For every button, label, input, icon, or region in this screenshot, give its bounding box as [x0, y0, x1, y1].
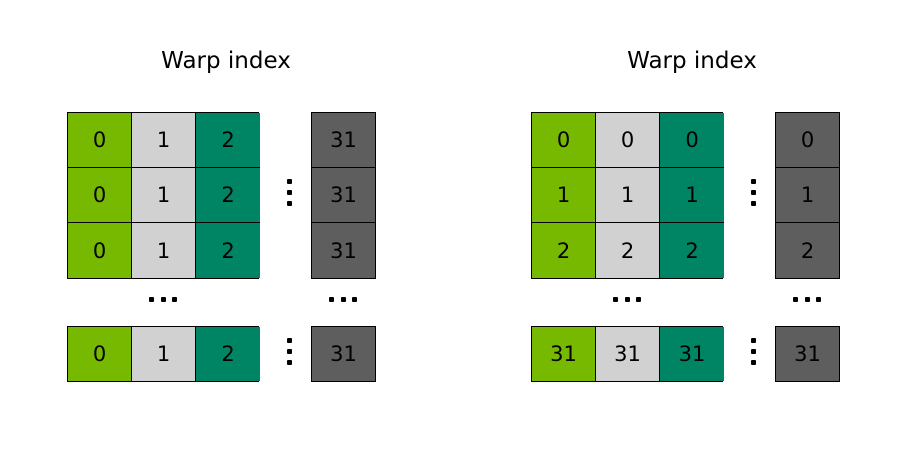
right-horizontal-ellipsis-right: [793, 296, 821, 302]
left-grid: 0 1 2 0 1 2 0 1 2 31 31 31 0 1 2 31: [67, 112, 377, 382]
left-vertical-ellipsis-bottom: [283, 338, 295, 365]
left-cell-r1c3: 2: [196, 113, 260, 168]
left-lastrow-c1: 0: [68, 327, 132, 381]
left-cell-r3c1: 0: [68, 223, 132, 278]
left-lastcol-r1: 31: [312, 113, 375, 168]
left-cell-r1c2: 1: [132, 113, 196, 168]
left-corner-block: 31: [311, 326, 376, 382]
right-lastcol-r2: 1: [776, 168, 839, 223]
left-lastcol-r2: 31: [312, 168, 375, 223]
right-lastrow-c3: 31: [660, 327, 724, 381]
right-title: Warp index: [627, 48, 757, 74]
right-cell-r1c3: 0: [660, 113, 724, 168]
right-horizontal-ellipsis-mid: [613, 296, 641, 302]
right-last-column-block: 0 1 2: [775, 112, 840, 279]
right-lastcol-r3: 2: [776, 223, 839, 278]
right-main-block: 0 0 0 1 1 1 2 2 2: [531, 112, 724, 279]
left-corner-cell: 31: [312, 327, 375, 381]
right-lastcol-r1: 0: [776, 113, 839, 168]
right-vertical-ellipsis-bottom: [747, 338, 759, 365]
left-last-row-block: 0 1 2: [67, 326, 260, 382]
left-cell-r2c2: 1: [132, 168, 196, 223]
right-cell-r3c1: 2: [532, 223, 596, 278]
right-cell-r3c3: 2: [660, 223, 724, 278]
right-cell-r2c1: 1: [532, 168, 596, 223]
right-cell-r1c1: 0: [532, 113, 596, 168]
right-vertical-ellipsis-top: [747, 179, 759, 206]
left-cell-r1c1: 0: [68, 113, 132, 168]
right-cell-r1c2: 0: [596, 113, 660, 168]
left-cell-r3c2: 1: [132, 223, 196, 278]
left-vertical-ellipsis-top: [283, 179, 295, 206]
left-lastrow-c2: 1: [132, 327, 196, 381]
right-cell-r2c2: 1: [596, 168, 660, 223]
left-lastcol-r3: 31: [312, 223, 375, 278]
left-horizontal-ellipsis-mid: [149, 296, 177, 302]
right-lastrow-c1: 31: [532, 327, 596, 381]
left-cell-r2c1: 0: [68, 168, 132, 223]
left-horizontal-ellipsis-right: [329, 296, 357, 302]
right-corner-cell: 31: [776, 327, 839, 381]
right-cell-r2c3: 1: [660, 168, 724, 223]
right-last-row-block: 31 31 31: [531, 326, 724, 382]
left-main-block: 0 1 2 0 1 2 0 1 2: [67, 112, 260, 279]
left-last-column-block: 31 31 31: [311, 112, 376, 279]
right-cell-r3c2: 2: [596, 223, 660, 278]
right-grid: 0 0 0 1 1 1 2 2 2 0 1 2 31 31 31 31: [531, 112, 841, 382]
left-title: Warp index: [161, 48, 291, 74]
right-corner-block: 31: [775, 326, 840, 382]
left-lastrow-c3: 2: [196, 327, 260, 381]
left-cell-r3c3: 2: [196, 223, 260, 278]
right-lastrow-c2: 31: [596, 327, 660, 381]
left-cell-r2c3: 2: [196, 168, 260, 223]
